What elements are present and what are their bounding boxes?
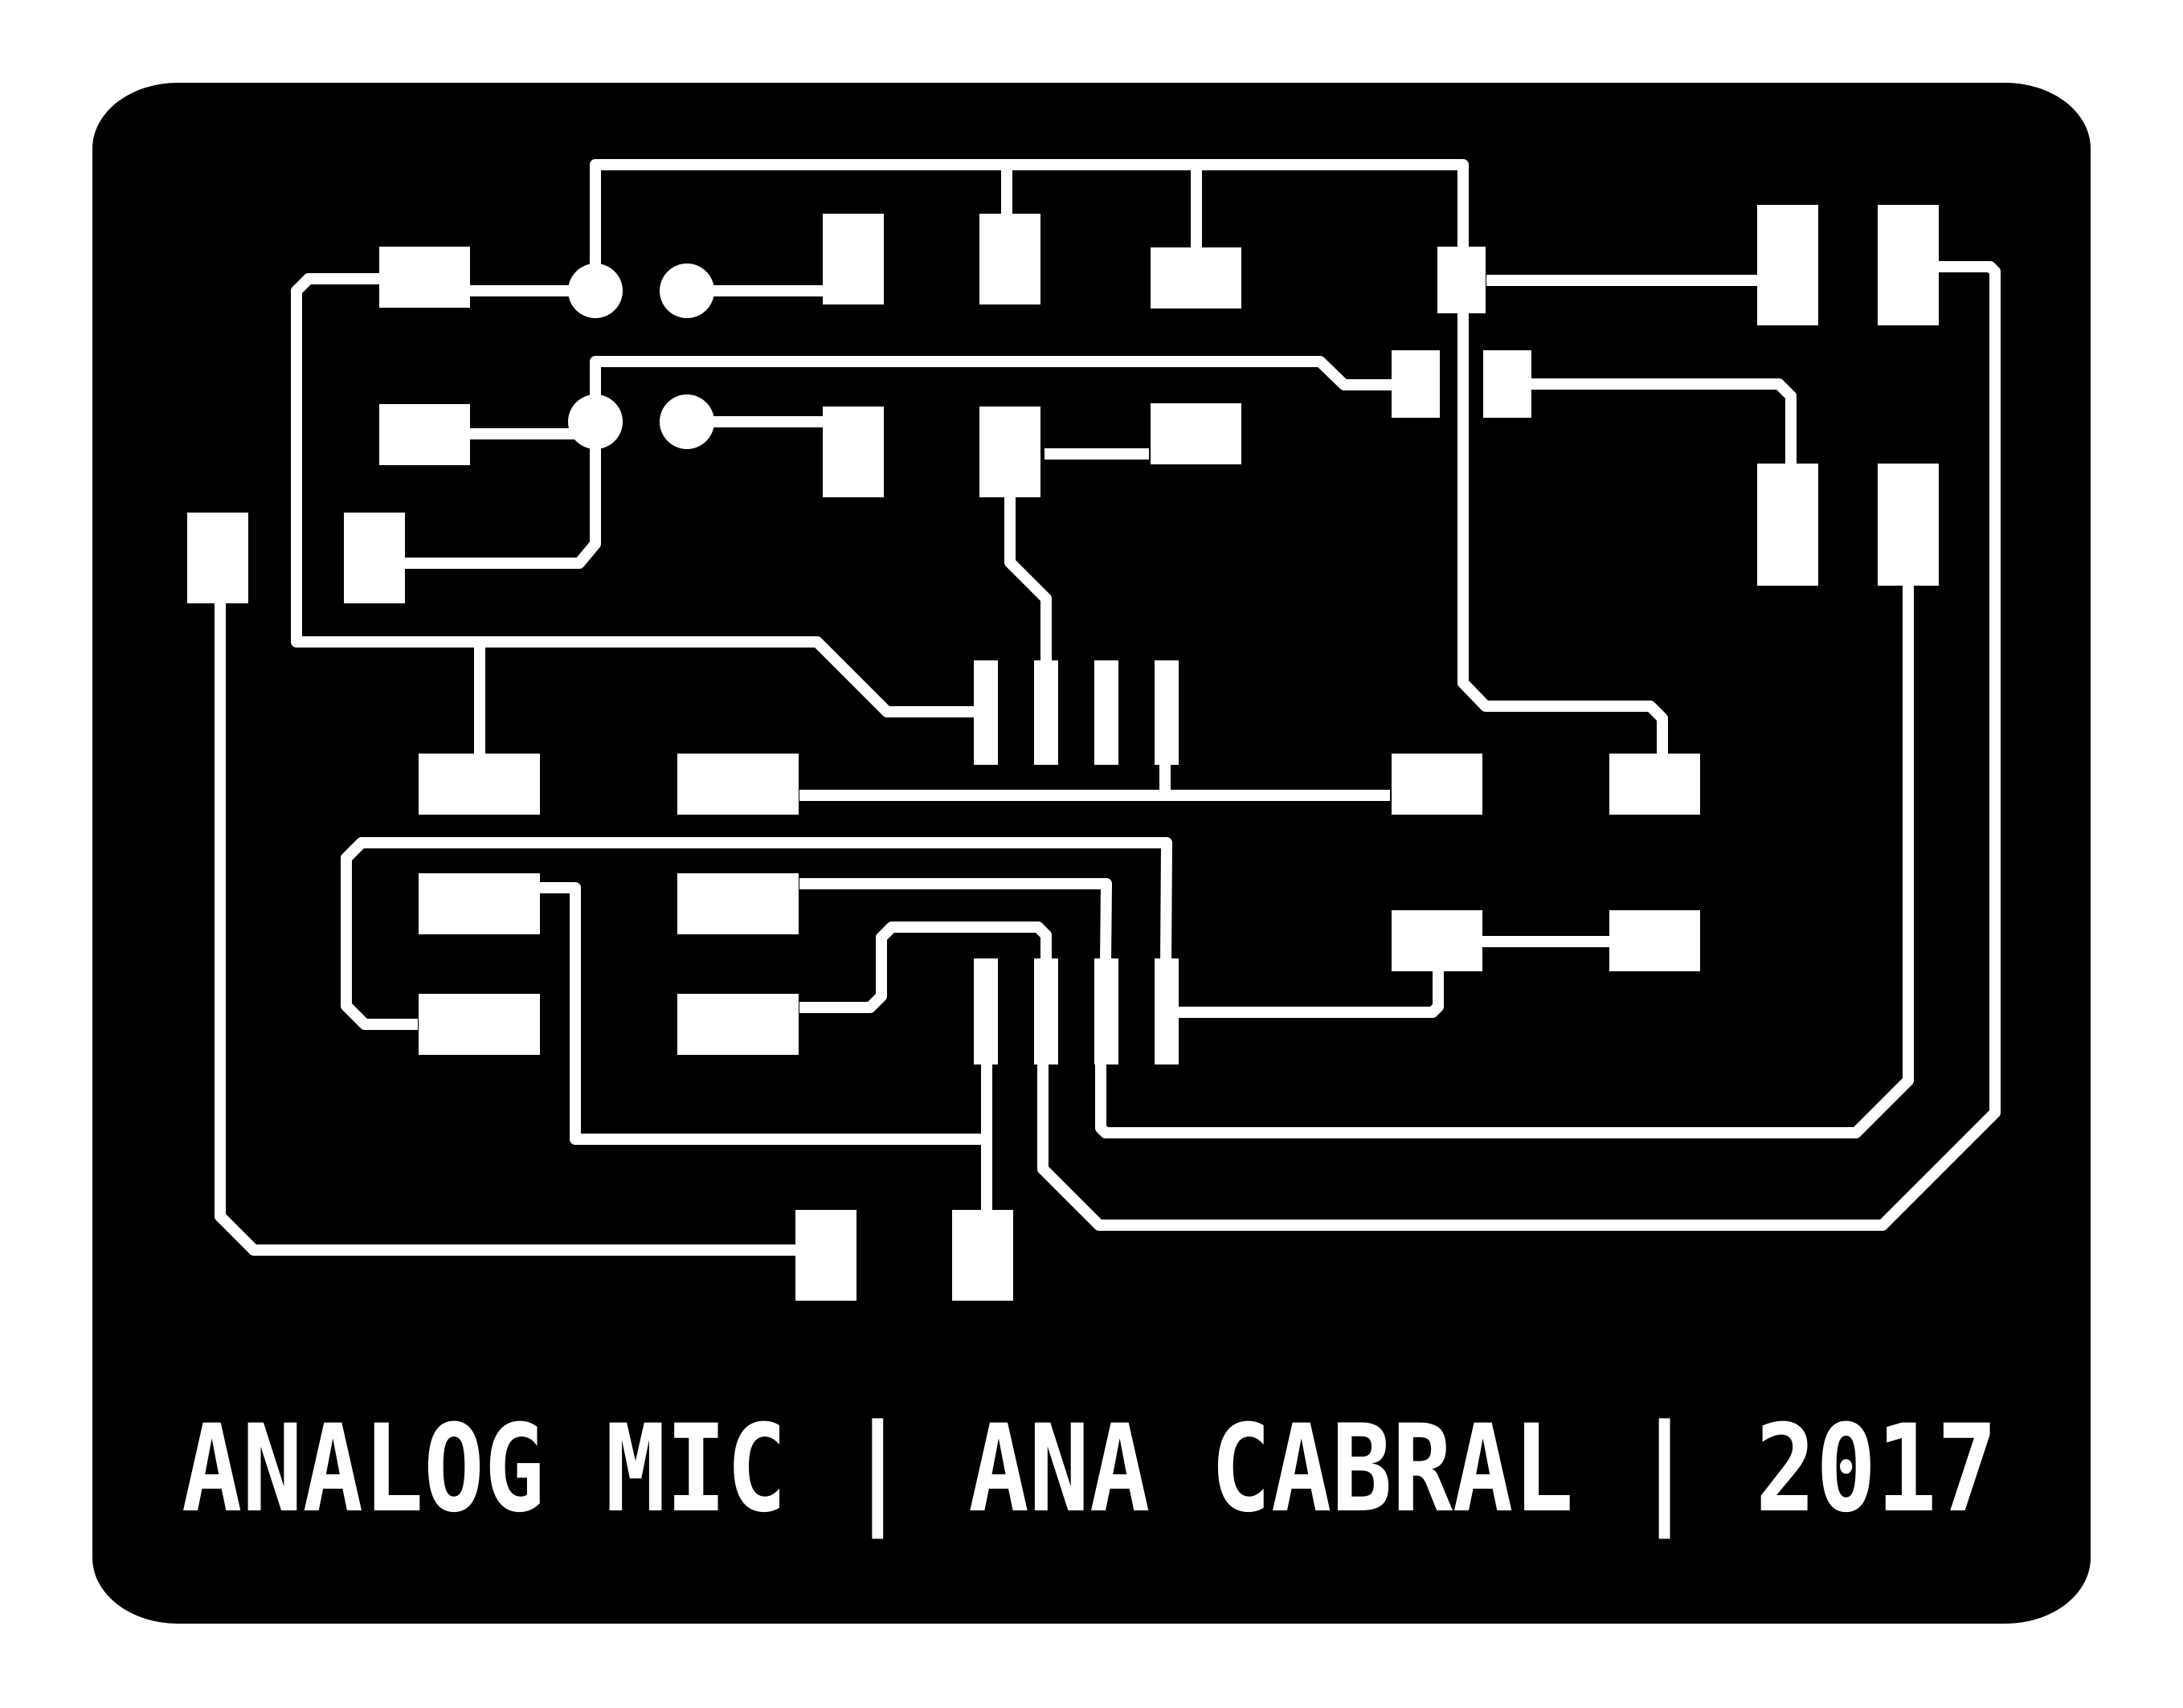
pad bbox=[1878, 205, 1939, 325]
pad bbox=[823, 407, 884, 497]
pad bbox=[979, 407, 1040, 497]
pad bbox=[419, 754, 540, 815]
trace bbox=[1457, 313, 1668, 759]
trace bbox=[537, 882, 987, 1145]
trace bbox=[402, 446, 601, 569]
pad bbox=[1151, 403, 1241, 464]
trace bbox=[799, 878, 1112, 965]
pad bbox=[1757, 464, 1818, 586]
pad bbox=[1878, 464, 1939, 586]
pad bbox=[1155, 958, 1179, 1064]
pad bbox=[1094, 660, 1118, 765]
pad bbox=[379, 404, 470, 465]
pad bbox=[1392, 910, 1482, 971]
pad bbox=[979, 214, 1040, 304]
pad bbox=[1151, 247, 1241, 309]
pad bbox=[952, 1210, 1013, 1301]
trace bbox=[799, 921, 1052, 1013]
pad bbox=[419, 994, 540, 1055]
pad bbox=[187, 513, 248, 603]
trace bbox=[341, 837, 1172, 1030]
pads bbox=[187, 205, 1939, 1301]
trace bbox=[1095, 582, 1914, 1138]
trace bbox=[590, 356, 1398, 422]
via-hole bbox=[660, 394, 714, 449]
trace bbox=[1004, 494, 1052, 667]
pad bbox=[419, 873, 540, 934]
trace bbox=[215, 599, 803, 1256]
trace bbox=[1037, 261, 2001, 1231]
pad bbox=[1437, 247, 1486, 313]
pad bbox=[1094, 958, 1118, 1064]
pad bbox=[1757, 205, 1818, 325]
via-hole bbox=[568, 264, 623, 318]
pad bbox=[1609, 910, 1700, 971]
trace bbox=[291, 273, 986, 717]
pad bbox=[677, 994, 799, 1055]
pad bbox=[677, 754, 799, 815]
pad bbox=[379, 247, 470, 308]
pad bbox=[974, 660, 998, 765]
via-hole bbox=[568, 394, 623, 449]
pad bbox=[1609, 754, 1700, 815]
pad bbox=[677, 873, 799, 934]
pad bbox=[1483, 350, 1531, 418]
pad bbox=[344, 513, 405, 603]
via-hole bbox=[660, 264, 714, 318]
pad bbox=[974, 958, 998, 1064]
pad bbox=[1034, 958, 1058, 1064]
pad bbox=[1392, 754, 1482, 815]
pad bbox=[1034, 660, 1058, 765]
pad bbox=[1155, 660, 1179, 765]
vias bbox=[568, 264, 714, 449]
pad bbox=[795, 1210, 856, 1301]
board-label: ANALOG MIC | ANA CABRAL | 2017 bbox=[182, 1399, 1997, 1539]
trace bbox=[590, 159, 1469, 273]
pad bbox=[823, 214, 884, 304]
pad bbox=[1392, 350, 1440, 418]
trace bbox=[1531, 378, 1797, 466]
